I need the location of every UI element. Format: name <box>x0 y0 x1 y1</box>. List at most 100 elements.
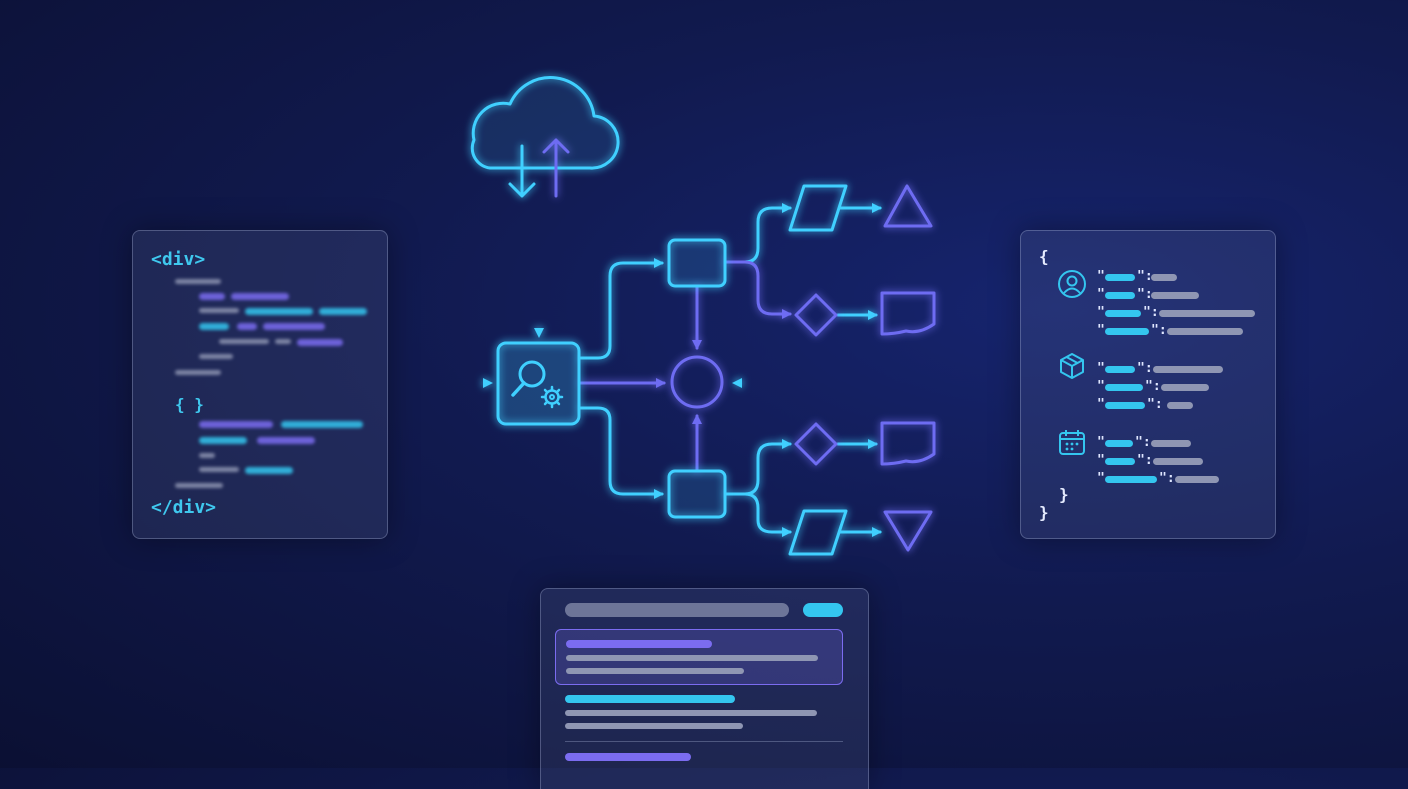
json-value <box>1153 366 1223 373</box>
json-key-quote-colon: ": <box>1143 305 1159 320</box>
json-key-quote-colon: ": <box>1137 287 1153 302</box>
document-shape <box>880 291 936 336</box>
json-key <box>1105 440 1133 447</box>
code-line <box>219 339 269 344</box>
json-inner-close-brace: } <box>1059 485 1069 504</box>
code-line <box>199 308 239 313</box>
json-key-quote-colon: ": <box>1151 323 1167 338</box>
list-header-bar <box>565 603 789 617</box>
json-key-quote: " <box>1097 453 1105 468</box>
json-value <box>1161 384 1209 391</box>
json-key-quote: " <box>1097 397 1105 412</box>
list-item-title <box>565 753 691 761</box>
code-line <box>199 354 233 359</box>
list-item-line <box>565 723 743 729</box>
html-close-tag: </div> <box>151 497 217 518</box>
json-key-quote-colon: ": <box>1137 269 1153 284</box>
json-key <box>1105 476 1157 483</box>
json-key-quote: " <box>1097 379 1105 394</box>
cloud-sync-icon <box>470 76 620 198</box>
code-line <box>281 421 363 428</box>
html-open-tag: <div> <box>151 249 206 270</box>
list-item-title <box>566 640 712 648</box>
parallelogram-shape <box>788 184 848 232</box>
code-line <box>175 483 223 488</box>
json-key-quote: " <box>1097 361 1105 376</box>
code-line <box>257 437 315 444</box>
json-value <box>1151 440 1191 447</box>
json-key-quote: " <box>1097 287 1105 302</box>
code-line <box>245 467 293 474</box>
code-line <box>319 308 367 315</box>
inverted-triangle-shape <box>883 510 933 552</box>
top-node <box>667 238 727 288</box>
json-key-quote-colon: ": <box>1137 361 1153 376</box>
json-code-panel: { " ": " ": " ": " ": " ": " ": " ": " "… <box>1020 230 1276 539</box>
branch-arrow <box>724 203 792 264</box>
json-key-quote: " <box>1097 269 1105 284</box>
code-line <box>237 323 257 330</box>
json-value <box>1151 292 1199 299</box>
document-shape <box>880 421 936 466</box>
package-icon <box>1060 353 1084 379</box>
code-line <box>245 308 313 315</box>
braces: { } <box>175 395 204 414</box>
json-key <box>1105 366 1135 373</box>
diamond-shape <box>794 293 838 337</box>
json-key-quote-colon: ": <box>1137 453 1153 468</box>
code-line <box>175 370 221 375</box>
branch-arrow <box>724 439 792 496</box>
json-close-brace: } <box>1039 503 1049 522</box>
json-key-quote: " <box>1097 305 1105 320</box>
json-key-quote-colon: ": <box>1159 471 1175 486</box>
code-line <box>275 339 291 344</box>
bottom-node <box>667 469 727 519</box>
list-header-button[interactable] <box>803 603 843 617</box>
json-key-quote: " <box>1097 323 1105 338</box>
flow-diagram <box>354 76 1026 556</box>
selected-list-item[interactable] <box>555 629 843 685</box>
list-item-line <box>566 655 818 661</box>
code-line <box>199 421 273 428</box>
diamond-shape <box>794 422 838 466</box>
json-key-quote: " <box>1097 435 1105 450</box>
code-line <box>175 279 221 284</box>
json-value <box>1167 402 1193 409</box>
json-key <box>1105 274 1135 281</box>
json-key-quote-colon: ": <box>1135 435 1151 450</box>
json-key <box>1105 328 1149 335</box>
branch-arrow <box>724 260 792 319</box>
json-key-quote: " <box>1097 471 1105 486</box>
branch-arrow <box>724 492 792 537</box>
processor-to-top-node-arrow <box>579 258 664 360</box>
code-line <box>263 323 325 330</box>
code-line <box>231 293 289 300</box>
json-value <box>1153 458 1203 465</box>
list-item-line <box>565 710 817 716</box>
code-line <box>199 467 239 472</box>
user-icon <box>1058 270 1086 298</box>
processor-to-bottom-node-arrow <box>579 406 664 499</box>
json-key <box>1105 310 1141 317</box>
html-code-panel: <div> { } </div> <box>132 230 388 539</box>
code-line <box>199 437 247 444</box>
hub-circle <box>670 355 724 409</box>
search-gear-icon <box>511 360 564 409</box>
code-line <box>199 453 215 458</box>
json-key-quote-colon: ": <box>1145 379 1161 394</box>
code-line <box>199 293 225 300</box>
json-value <box>1151 274 1177 281</box>
calendar-icon <box>1059 430 1085 455</box>
list-panel <box>540 588 869 789</box>
json-key <box>1105 458 1135 465</box>
code-line <box>297 339 343 346</box>
json-value <box>1167 328 1243 335</box>
list-item-line <box>566 668 744 674</box>
code-line <box>199 323 229 330</box>
json-key-quote-colon: ": <box>1147 397 1163 412</box>
json-key <box>1105 384 1143 391</box>
parallelogram-shape <box>788 509 848 556</box>
json-value <box>1175 476 1219 483</box>
json-open-brace: { <box>1039 247 1049 266</box>
list-divider <box>565 741 843 742</box>
